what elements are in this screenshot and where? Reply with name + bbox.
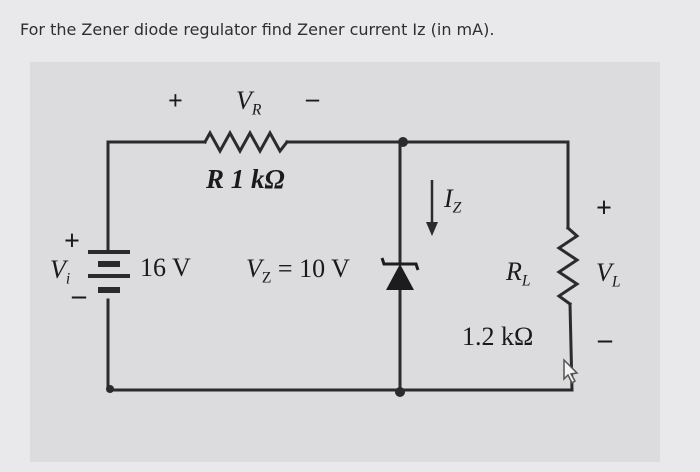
- cursor-icon: [563, 358, 579, 385]
- junction-top: [398, 137, 408, 147]
- rl-subscript: L: [521, 272, 531, 290]
- rl-value-label: 1.2 kΩ: [462, 322, 534, 351]
- vi-symbol: V: [50, 255, 66, 284]
- vz-subscript: Z: [261, 269, 272, 287]
- iz-subscript: Z: [452, 199, 462, 217]
- vi-plus-label: +: [64, 226, 80, 257]
- iz-symbol: I: [444, 184, 453, 213]
- vr-minus-label: –: [306, 84, 319, 113]
- resistor-rl: [556, 225, 580, 307]
- source-value-label: 16 V: [140, 253, 191, 282]
- circuit-diagram-panel: [30, 62, 660, 462]
- vr-symbol: V: [236, 86, 252, 115]
- vl-symbol: V: [596, 258, 612, 287]
- vz-symbol: V: [246, 254, 262, 283]
- vi-minus-label: –: [72, 280, 86, 311]
- question-text: For the Zener diode regulator find Zener…: [20, 20, 495, 39]
- zener-diode-icon: [380, 257, 420, 290]
- resistor-r-label: R 1 kΩ: [206, 164, 285, 194]
- vr-subscript: R: [251, 101, 262, 119]
- rl-symbol: R: [506, 257, 522, 286]
- vl-plus-label: +: [596, 193, 612, 224]
- battery-icon: [88, 250, 130, 293]
- vr-plus-label: +: [168, 86, 183, 115]
- vl-minus-label: –: [598, 324, 612, 355]
- vi-label: Vi: [50, 255, 70, 288]
- vl-subscript: L: [611, 273, 621, 291]
- vr-label: VR: [236, 86, 261, 119]
- junction-bottom: [395, 387, 405, 397]
- iz-label: IZ: [444, 184, 461, 217]
- junction-bottom-left: [106, 385, 114, 393]
- vl-label: VL: [596, 258, 621, 291]
- rl-label: RL: [506, 257, 531, 290]
- current-arrow-icon: [426, 180, 438, 236]
- vi-subscript: i: [65, 270, 71, 288]
- vz-value: = 10 V: [271, 254, 350, 283]
- vz-label: VZ = 10 V: [246, 254, 350, 287]
- resistor-r: [202, 129, 290, 155]
